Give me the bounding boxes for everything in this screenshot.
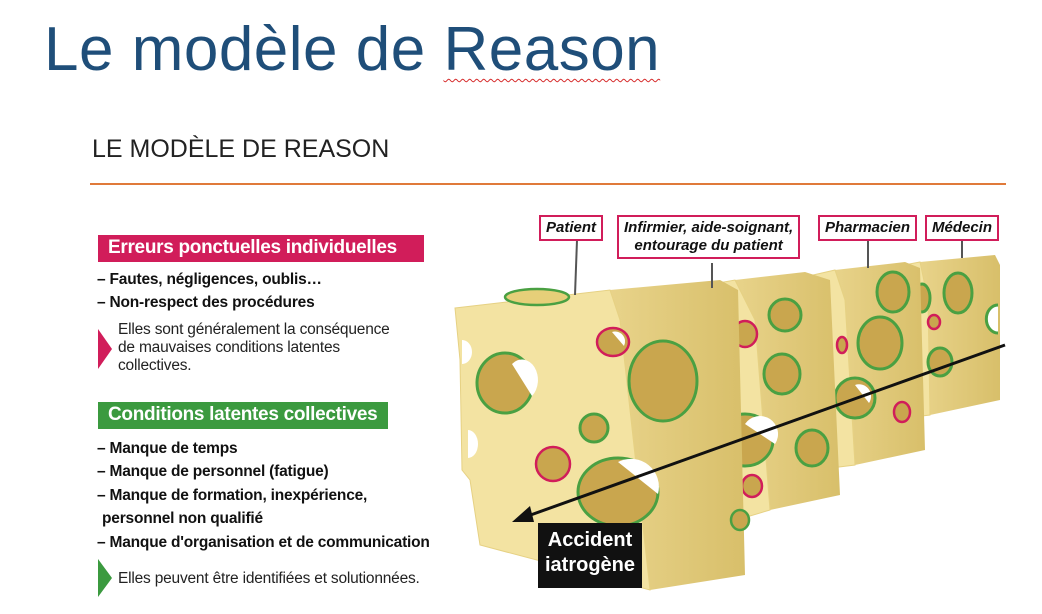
slide-title: Le modèle de Reason xyxy=(44,15,661,84)
list-item: – Manque de formation, inexpérience, xyxy=(97,487,368,504)
label-pharmacien: Pharmacien xyxy=(818,215,918,241)
section-header-latent-conditions: Conditions latentes collectives xyxy=(98,402,388,429)
note-section1: Elles sont généralement la conséquence d… xyxy=(118,321,390,374)
green-triangle-marker xyxy=(98,559,112,597)
list-item: – Manque d'organisation et de communicat… xyxy=(97,534,430,551)
list-item: – Fautes, négligences, oublis… xyxy=(97,271,322,288)
label-patient: Patient xyxy=(539,215,604,241)
panel-title: LE MODÈLE DE REASON xyxy=(92,135,390,163)
divider xyxy=(90,183,1006,185)
label-infirmier: Infirmier, aide-soignant, entourage du p… xyxy=(617,215,801,259)
label-medecin: Médecin xyxy=(925,215,1000,241)
note-section2: Elles peuvent être identifiées et soluti… xyxy=(118,570,420,587)
red-triangle-marker xyxy=(98,329,112,369)
list-item: – Non-respect des procédures xyxy=(97,294,315,311)
section-header-individual-errors: Erreurs ponctuelles individuelles xyxy=(98,235,424,262)
list-item: – Manque de temps xyxy=(97,440,238,457)
accident-label: Accident iatrogène xyxy=(538,523,642,588)
list-item: – Manque de personnel (fatigue) xyxy=(97,463,329,480)
list-item: personnel non qualifié xyxy=(102,510,263,527)
